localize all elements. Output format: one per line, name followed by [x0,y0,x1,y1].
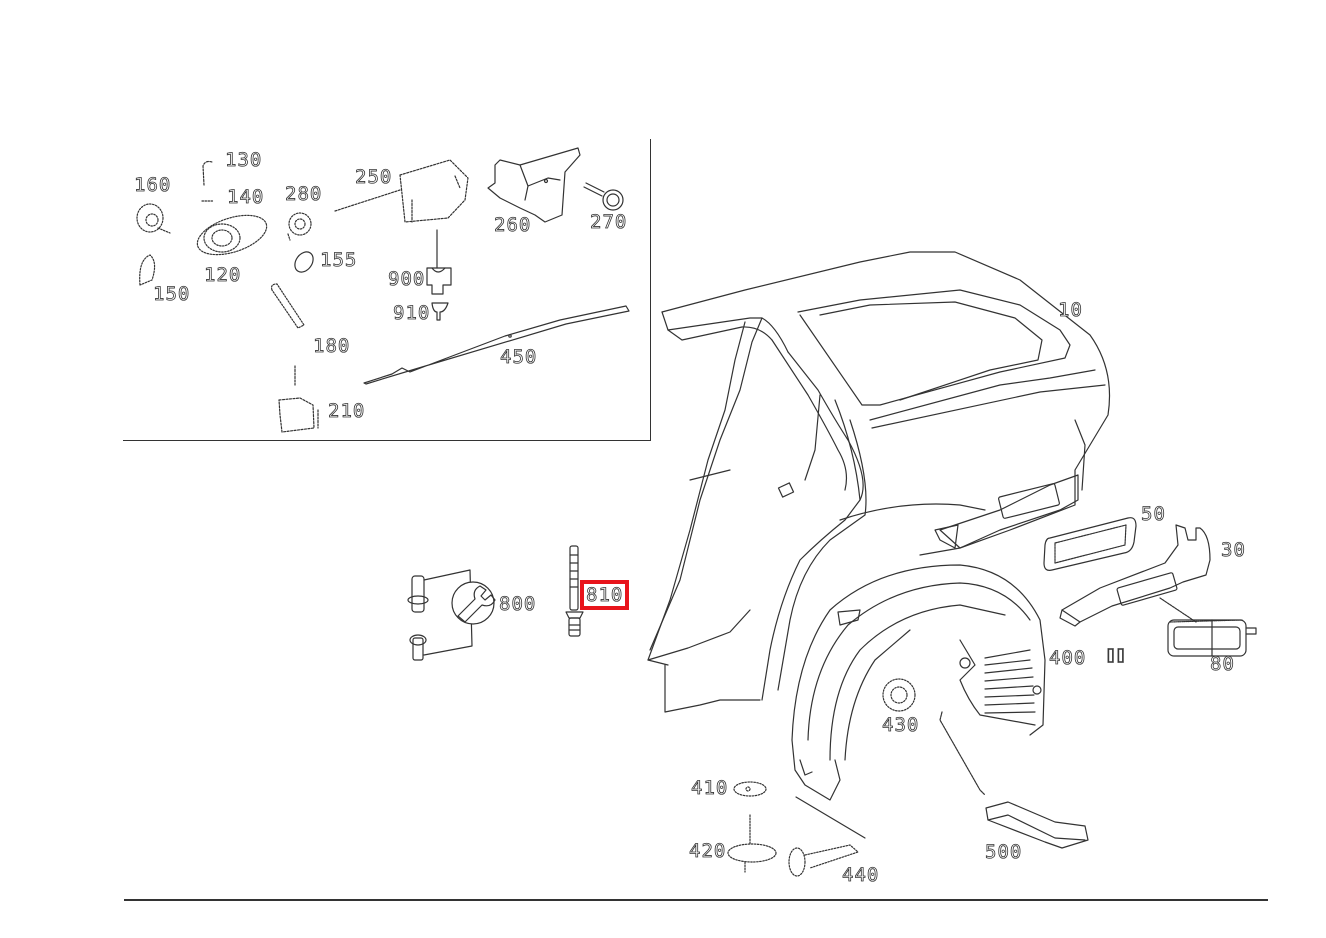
part-400-wheel-liner[interactable] [791,564,1046,839]
part-450-seal-strip[interactable] [363,305,630,385]
inset-frame [123,139,651,441]
part-160-seal[interactable] [136,203,171,234]
part-280-lock[interactable] [287,212,312,241]
callout-210[interactable]: 210 [328,400,366,423]
callout-900[interactable]: 900 [388,268,426,291]
part-30-rear-bracket[interactable] [1059,524,1211,627]
callout-810-highlighted[interactable]: 810 [579,580,630,610]
part-130-clip[interactable] [202,160,213,186]
part-440-grommet[interactable] [788,844,859,877]
callout-150[interactable]: 150 [153,283,191,306]
part-270-bolt[interactable] [583,182,624,211]
callout-50[interactable]: 50 [1141,503,1166,526]
callout-80[interactable]: 80 [1210,653,1235,676]
part-420-expansion-rivet[interactable] [727,814,777,873]
callout-30[interactable]: 30 [1221,539,1246,562]
callout-120[interactable]: 120 [204,264,242,287]
callout-410[interactable]: 410 [691,777,729,800]
callout-155[interactable]: 155 [320,249,358,272]
wrench-icon [457,585,496,623]
part-80-vent-grille[interactable] [1159,597,1257,657]
part-120-fuel-flap[interactable] [193,208,272,263]
callout-180[interactable]: 180 [313,335,351,358]
callout-500[interactable]: 500 [985,841,1023,864]
part-210-housing[interactable] [278,365,319,433]
callout-910[interactable]: 910 [393,302,431,325]
part-430-nut[interactable] [882,678,916,712]
callout-250[interactable]: 250 [355,166,393,189]
part-500-trim-block[interactable] [939,711,1089,849]
part-910-retainer[interactable] [431,302,449,321]
callout-430[interactable]: 430 [882,714,920,737]
part-10-side-panel[interactable] [647,251,1111,713]
part-800-bolt-set[interactable] [407,569,496,661]
part-260-bracket[interactable] [487,147,581,223]
callout-440[interactable]: 440 [842,864,880,887]
callout-260[interactable]: 260 [494,214,532,237]
part-50-vent-frame[interactable] [1043,517,1137,571]
callout-450[interactable]: 450 [500,346,538,369]
callout-140[interactable]: 140 [227,186,265,209]
callout-420[interactable]: 420 [689,840,727,863]
part-155-o-ring[interactable] [291,248,317,275]
callout-130[interactable]: 130 [225,149,263,172]
part-180-hose[interactable] [270,283,305,329]
callout-10[interactable]: 10 [1058,299,1083,322]
footer-rule [124,899,1268,901]
part-150-bumper[interactable] [139,254,156,286]
part-410-clip[interactable] [733,781,767,797]
part-810-blind-rivet[interactable] [565,545,584,637]
callout-400[interactable]: 400 [1049,647,1087,670]
callout-280[interactable]: 280 [285,183,323,206]
callout-400-note-icon: ⌷⌷ [1106,647,1127,666]
callout-270[interactable]: 270 [590,211,628,234]
callout-160[interactable]: 160 [134,174,172,197]
part-250-actuator[interactable] [334,159,469,223]
part-900-fuel-cap-cable[interactable] [426,229,452,295]
callout-800[interactable]: 800 [499,593,537,616]
